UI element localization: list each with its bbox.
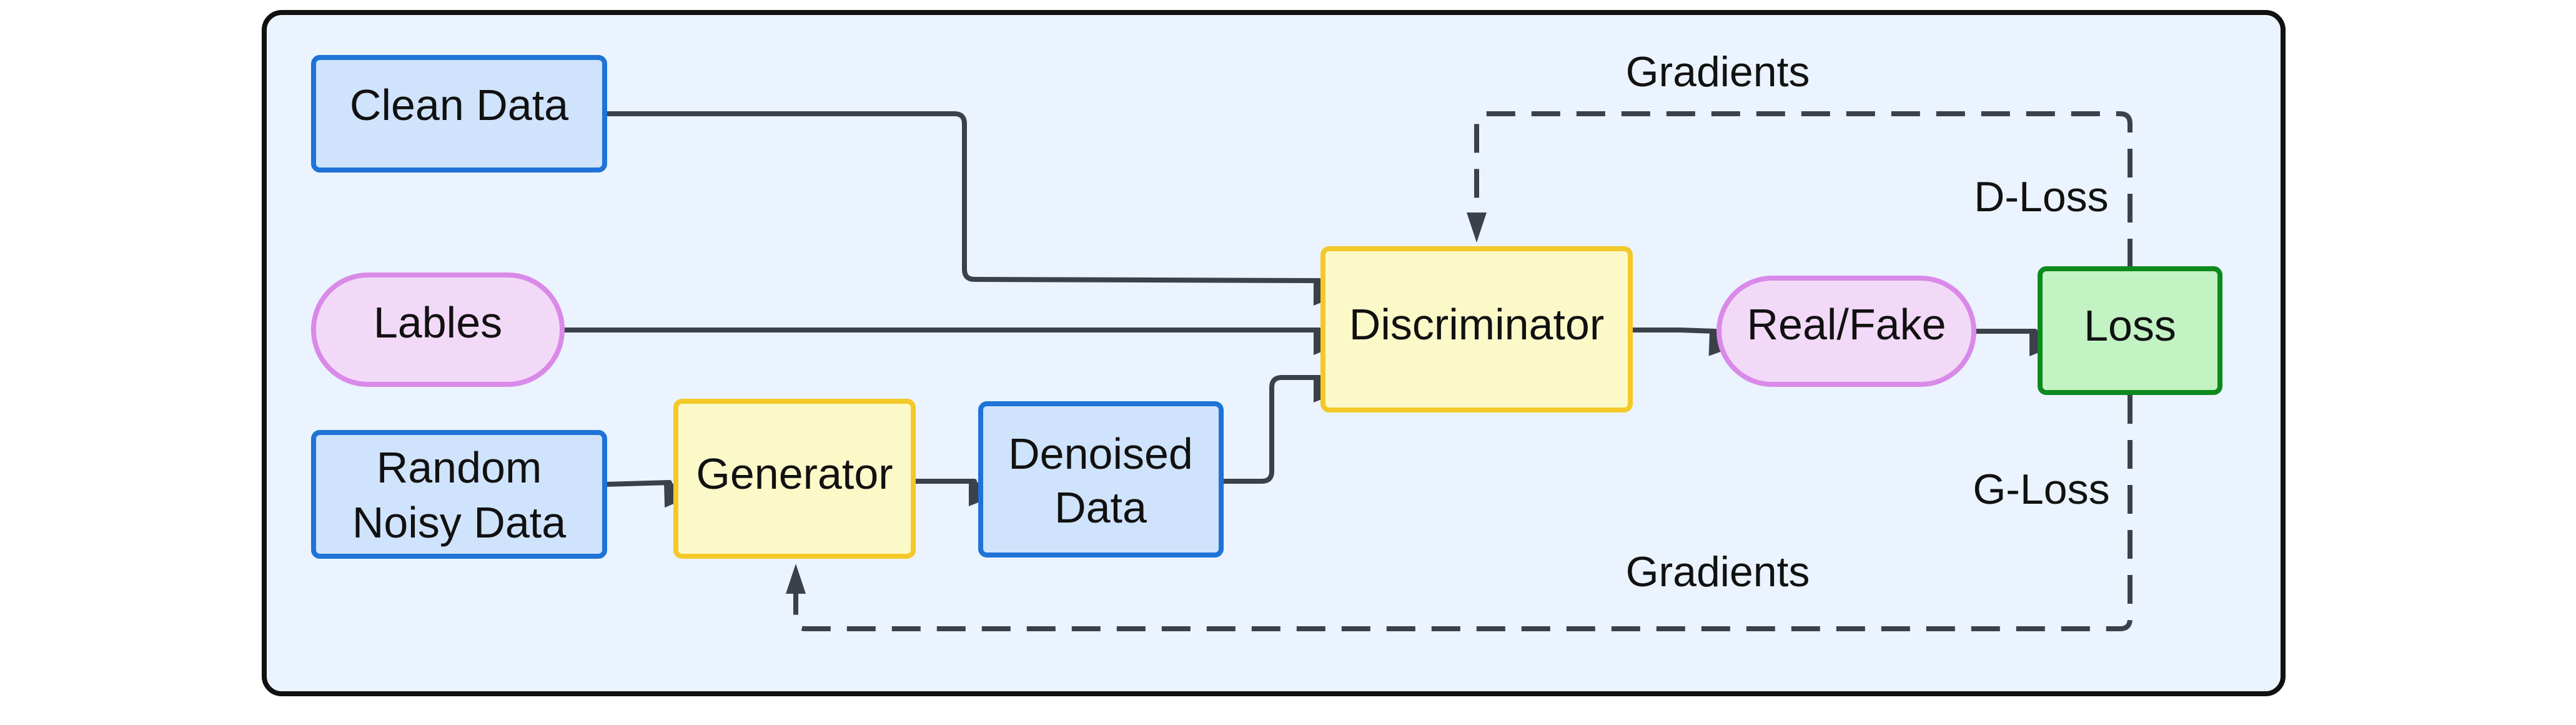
node-denoised-data-box	[978, 401, 1224, 558]
edge-random-noisy-data-to-generator	[602, 480, 699, 508]
edge-denoised-data-to-discriminator	[1219, 375, 1348, 484]
node-generator: Generator	[673, 399, 916, 559]
node-generator-box	[673, 399, 916, 559]
node-random-noisy-data-label-line2: Noisy Data	[352, 498, 566, 547]
edge-label-gradients-bottom: Gradients	[1626, 548, 1810, 596]
node-random-noisy-data: Random Noisy Data	[311, 430, 607, 559]
arrowhead-into-discriminator	[1467, 212, 1487, 242]
node-denoised-data: Denoised Data	[978, 401, 1224, 558]
edge-loss-to-discriminator-dloss	[1474, 111, 2133, 268]
node-random-noisy-data-label-line1: Random	[377, 443, 542, 492]
node-clean-data-box	[311, 55, 607, 172]
node-clean-data: Clean Data	[311, 55, 607, 172]
node-real-fake-label: Real/Fake	[1746, 300, 1946, 349]
node-labels-box	[311, 272, 565, 387]
node-clean-data-label: Clean Data	[350, 81, 568, 129]
node-random-noisy-data-box	[311, 430, 607, 559]
node-discriminator: Discriminator	[1320, 246, 1633, 412]
arrowhead-into-generator	[786, 564, 806, 594]
node-real-fake-box	[1717, 276, 1976, 387]
node-loss-label: Loss	[2084, 301, 2176, 350]
node-discriminator-box	[1320, 246, 1633, 412]
node-denoised-data-label-line2: Data	[1054, 483, 1147, 532]
edge-loss-to-generator-gloss	[793, 395, 2133, 631]
edge-label-g-loss: G-Loss	[1973, 466, 2109, 513]
edge-label-gradients-top: Gradients	[1626, 48, 1810, 96]
node-labels-label: Lables	[374, 298, 502, 347]
edge-label-d-loss: D-Loss	[1974, 173, 2108, 221]
node-labels: Lables	[311, 272, 565, 387]
node-loss: Loss	[2038, 266, 2222, 395]
node-discriminator-label: Discriminator	[1349, 300, 1604, 349]
node-generator-label: Generator	[696, 449, 893, 498]
edge-clean-data-to-discriminator	[602, 111, 1348, 306]
edge-discriminator-to-real-fake	[1628, 328, 1744, 356]
node-denoised-data-label-line1: Denoised	[1008, 429, 1193, 478]
node-loss-box	[2038, 266, 2222, 395]
node-real-fake: Real/Fake	[1717, 276, 1976, 387]
